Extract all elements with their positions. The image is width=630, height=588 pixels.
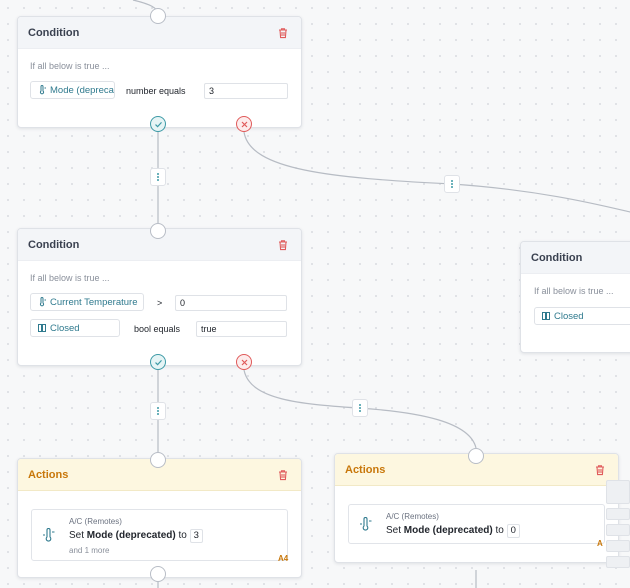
false-output-port[interactable] [236, 354, 252, 370]
input-port[interactable] [150, 223, 166, 239]
condition-header: Condition [18, 17, 301, 49]
contact-sensor-icon [542, 312, 550, 320]
input-port[interactable] [150, 8, 166, 24]
action-badge: A4 [278, 554, 289, 563]
input-port[interactable] [468, 448, 484, 464]
device-label: Closed [554, 310, 584, 322]
more-vertical-icon [157, 407, 159, 415]
minimap-tab[interactable] [606, 556, 630, 568]
trash-icon[interactable] [277, 27, 289, 39]
operator-label: number equals [126, 86, 186, 96]
actions-title: Actions [345, 463, 386, 476]
device-label: Current Temperature [50, 296, 138, 308]
more-vertical-icon [451, 180, 453, 188]
true-output-port[interactable] [150, 116, 166, 132]
actions-title: Actions [28, 468, 69, 481]
trash-icon[interactable] [594, 464, 606, 476]
more-vertical-icon [359, 404, 361, 412]
close-icon [241, 121, 247, 127]
device-label: Closed [50, 322, 80, 334]
condition-header: Condition [521, 242, 630, 274]
trash-icon[interactable] [277, 239, 289, 251]
minimap-tab[interactable] [606, 524, 630, 536]
output-port[interactable] [150, 566, 166, 582]
action-category: A/C (Remotes) [69, 517, 122, 526]
device-chip[interactable]: Current Temperature [30, 293, 144, 311]
condition-title: Condition [531, 251, 583, 264]
condition-title: Condition [28, 26, 80, 39]
condition-node-1[interactable]: Condition If all below is true ... Mode … [17, 16, 302, 128]
device-label: Mode (deprecated) [50, 84, 114, 96]
device-chip[interactable]: Closed [30, 319, 120, 337]
more-vertical-icon [157, 173, 159, 181]
thermometer-icon [39, 297, 46, 307]
condition-subtitle: If all below is true ... [534, 286, 614, 296]
action-connector: to [178, 530, 187, 541]
actions-node-1[interactable]: Actions A/C (Remotes) Set Mode (deprecat… [17, 458, 302, 578]
value-field[interactable]: true [196, 321, 287, 337]
action-value: 3 [189, 529, 203, 543]
check-icon [154, 359, 162, 365]
device-chip[interactable]: Closed [534, 307, 630, 325]
condition-title: Condition [28, 238, 80, 251]
thermometer-icon [43, 528, 55, 542]
action-value: 0 [506, 524, 520, 538]
edge-menu-button[interactable] [444, 175, 460, 193]
contact-sensor-icon [38, 324, 46, 332]
thermometer-icon [39, 85, 46, 95]
check-icon [154, 121, 162, 127]
minimap-tab[interactable] [606, 480, 630, 504]
thermometer-icon [360, 517, 372, 531]
device-chip[interactable]: Mode (deprecated) [30, 81, 115, 99]
condition-subtitle: If all below is true ... [30, 61, 110, 71]
action-more-label: and 1 more [69, 546, 110, 555]
action-property: Mode (deprecated) [86, 530, 176, 541]
action-summary: Set Mode (deprecated) to 0 [386, 524, 520, 538]
action-property: Mode (deprecated) [403, 525, 493, 536]
value-field[interactable]: 3 [204, 83, 288, 99]
action-summary: Set Mode (deprecated) to 3 [69, 529, 203, 543]
minimap-tab[interactable] [606, 508, 630, 520]
action-verb: Set [386, 525, 402, 536]
close-icon [241, 359, 247, 365]
action-badge: A [597, 539, 603, 548]
value-field[interactable]: 0 [175, 295, 287, 311]
action-item[interactable]: A/C (Remotes) Set Mode (deprecated) to 3… [31, 509, 288, 561]
condition-node-2[interactable]: Condition If all below is true ... Curre… [17, 228, 302, 366]
minimap-tab[interactable] [606, 540, 630, 552]
action-item[interactable]: A/C (Remotes) Set Mode (deprecated) to 0 [348, 504, 605, 544]
input-port[interactable] [150, 452, 166, 468]
true-output-port[interactable] [150, 354, 166, 370]
false-output-port[interactable] [236, 116, 252, 132]
action-verb: Set [69, 530, 85, 541]
edge-menu-button[interactable] [150, 168, 166, 186]
operator-label: bool equals [134, 324, 181, 334]
action-category: A/C (Remotes) [386, 512, 439, 521]
condition-subtitle: If all below is true ... [30, 273, 110, 283]
actions-node-2[interactable]: Actions A/C (Remotes) Set Mode (deprecat… [334, 453, 619, 563]
action-connector: to [495, 525, 504, 536]
edge-cond1-false [243, 131, 630, 213]
condition-node-3[interactable]: Condition If all below is true ... Close… [520, 241, 630, 353]
edge-menu-button[interactable] [150, 402, 166, 420]
operator-label: > [157, 298, 163, 308]
trash-icon[interactable] [277, 469, 289, 481]
edge-menu-button[interactable] [352, 399, 368, 417]
